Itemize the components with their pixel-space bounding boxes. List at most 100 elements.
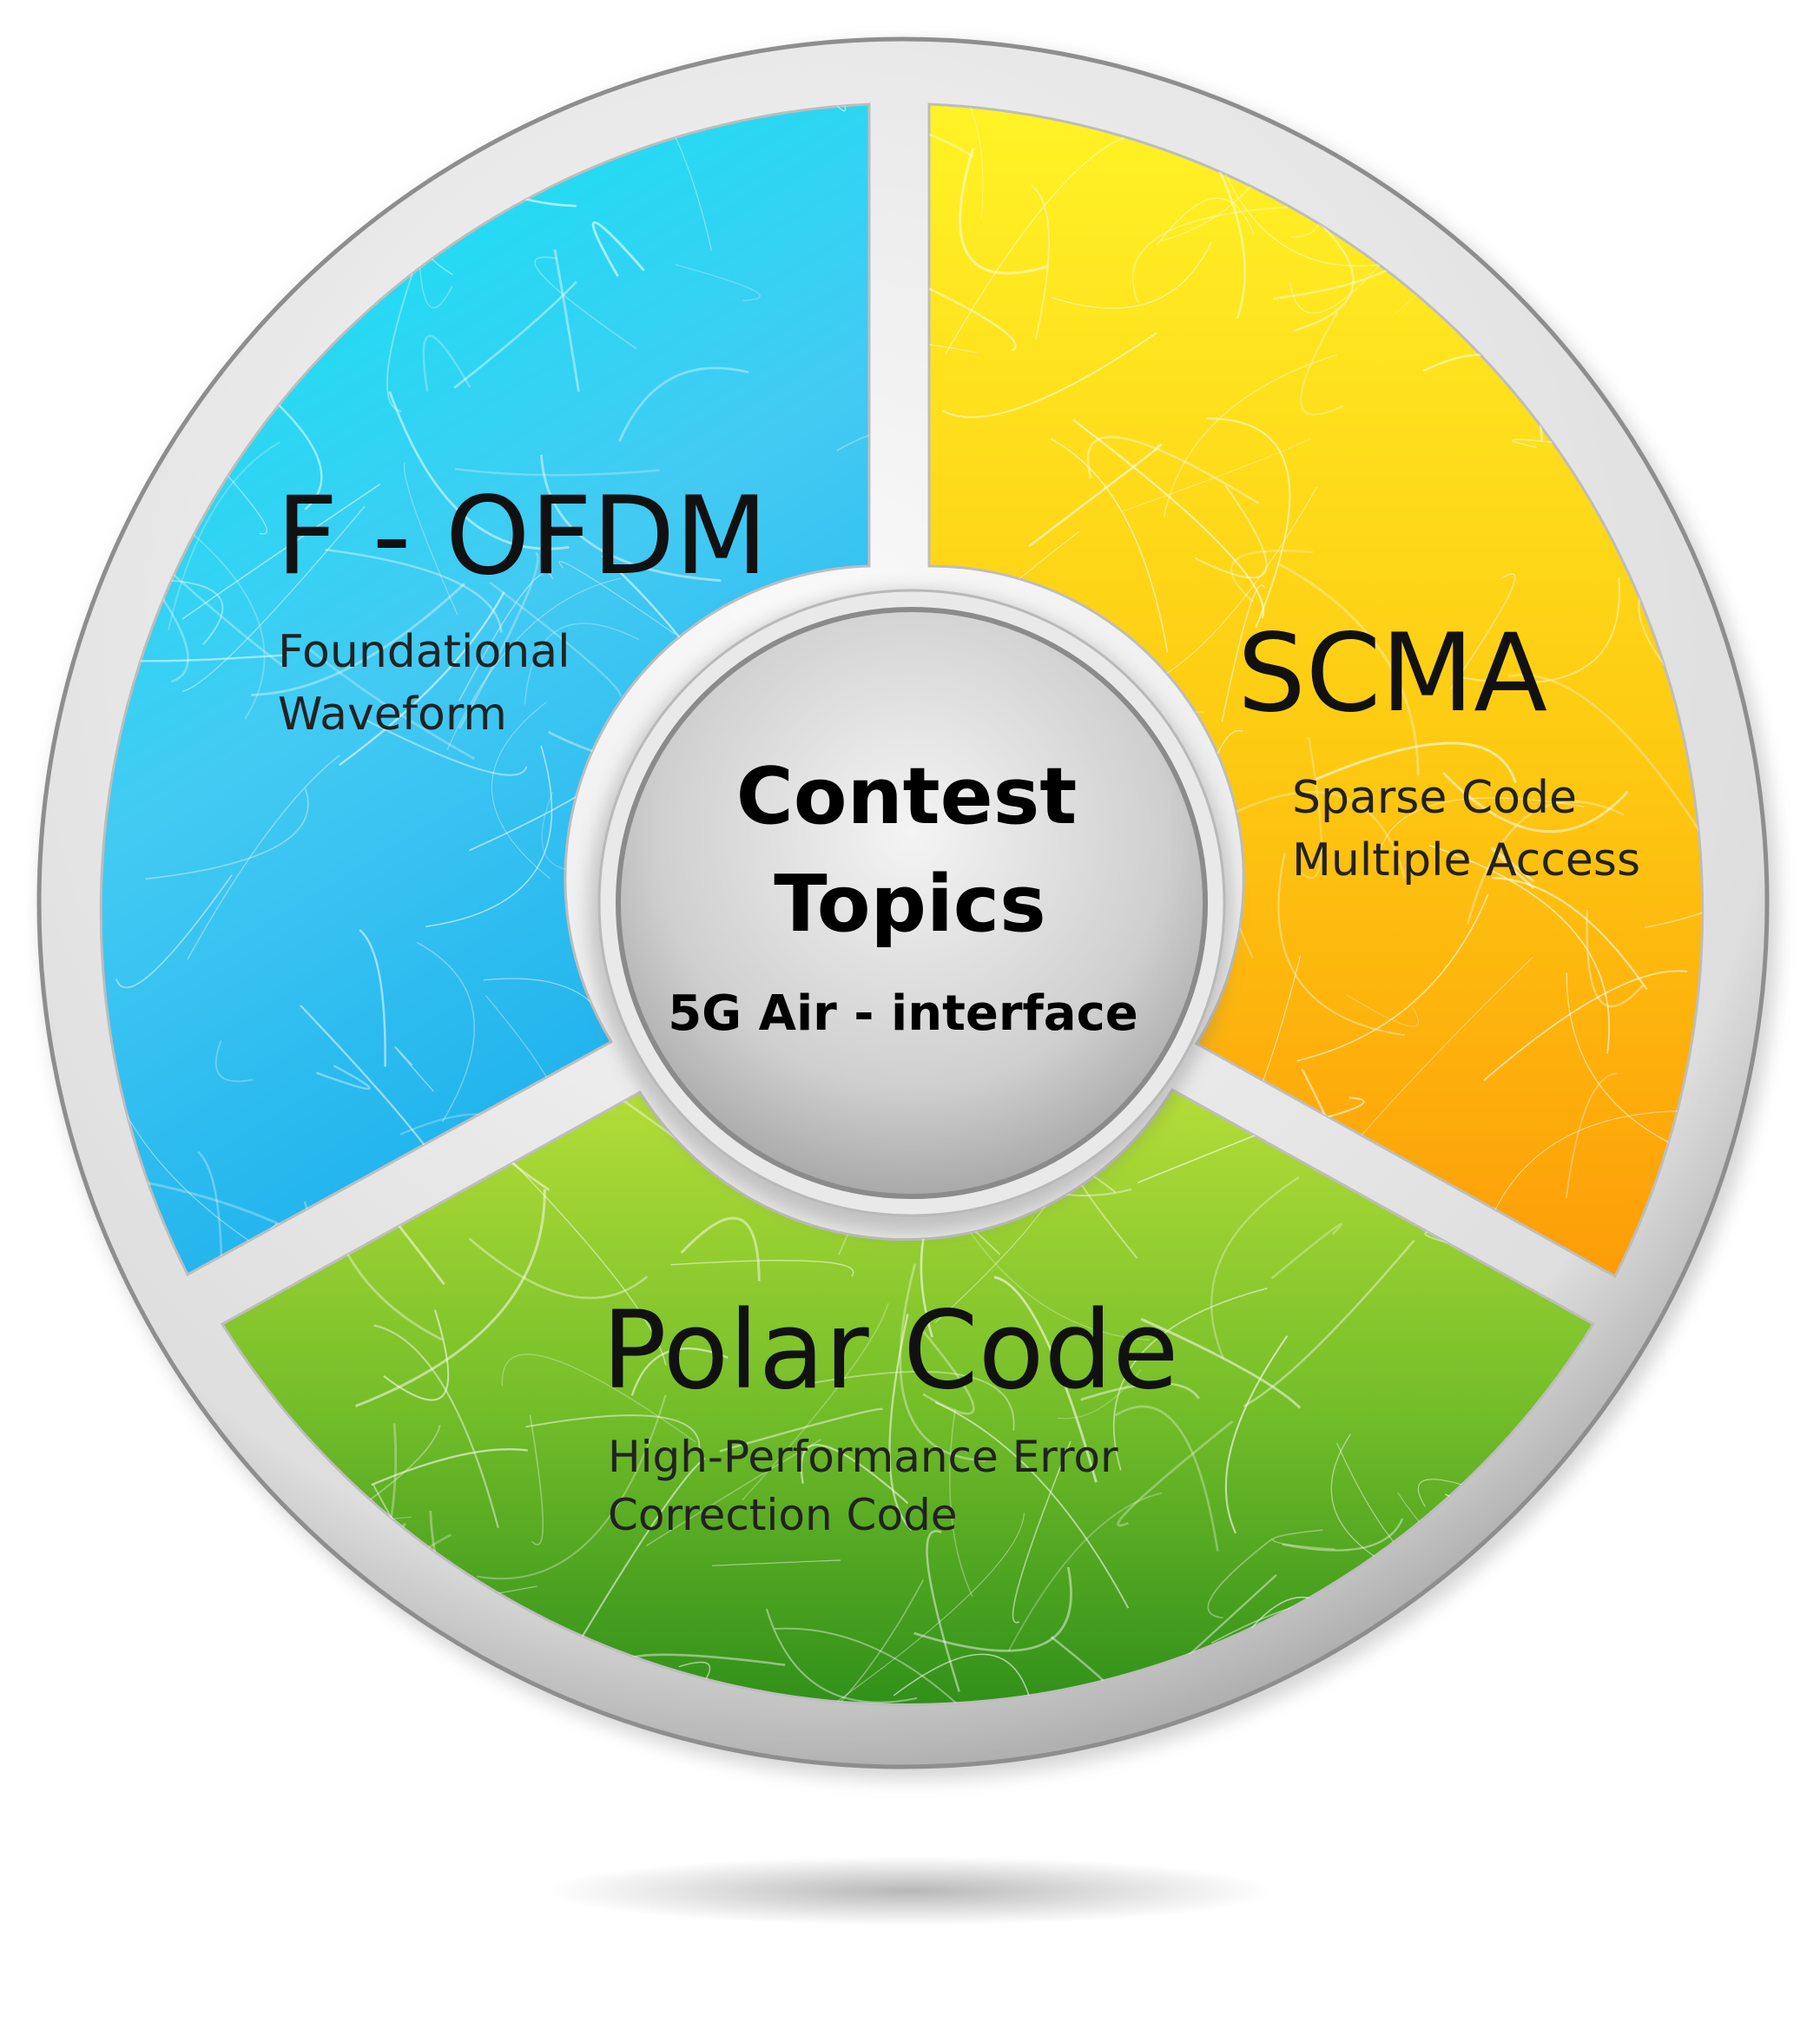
segment-fofdm — [99, 102, 871, 1277]
mesh-line — [416, 941, 475, 1123]
mesh-line — [1300, 736, 1322, 880]
mesh-line — [1072, 418, 1265, 619]
mesh-line — [477, 1394, 667, 1580]
mesh-line — [320, 1635, 387, 1683]
fofdm-title: F - OFDM — [276, 474, 768, 599]
mesh-line — [941, 332, 1157, 418]
mesh-line — [765, 1608, 918, 1703]
mesh-line — [1514, 104, 1612, 295]
scma-subtitle-line-2: Multiple Access — [1292, 834, 1640, 886]
mesh-line — [805, 1370, 1015, 1431]
mesh-line — [929, 249, 1017, 353]
mesh-line — [645, 1439, 821, 1547]
mesh-line — [1645, 798, 1703, 929]
mesh-line — [315, 1064, 371, 1090]
mesh-line — [934, 1401, 1130, 1609]
mesh-line — [1050, 241, 1212, 309]
mesh-line — [1454, 577, 1620, 684]
mesh-line — [101, 184, 152, 260]
mesh-line — [1277, 853, 1405, 1037]
mesh-line — [572, 1457, 706, 1651]
mesh-line — [371, 1448, 528, 1486]
mesh-line — [489, 581, 623, 697]
mesh-line — [1112, 1287, 1268, 1471]
mesh-line — [501, 1354, 696, 1443]
mesh-line — [1483, 970, 1688, 1082]
floor-shadow — [545, 1856, 1275, 1926]
mesh-line — [129, 394, 135, 453]
mesh-line — [503, 1152, 667, 1366]
mesh-line — [680, 1216, 761, 1282]
mesh-line — [553, 249, 580, 392]
mesh-line — [1207, 1538, 1274, 1619]
center-subtitle: 5G Air - interface — [668, 985, 1138, 1042]
mesh-line — [1114, 1405, 1219, 1552]
mesh-line — [1278, 563, 1420, 776]
mesh-line — [458, 572, 554, 702]
mesh-line — [187, 754, 340, 960]
mesh-line — [342, 1693, 504, 1705]
mesh-line — [115, 873, 234, 989]
mesh-line — [458, 551, 539, 729]
mesh-line — [535, 1090, 681, 1142]
mesh-line — [307, 646, 475, 761]
mesh-line — [454, 467, 660, 477]
mesh-line — [1224, 1335, 1289, 1534]
mesh-line — [325, 548, 503, 633]
mesh-line — [1492, 876, 1648, 991]
mesh-line — [1265, 1708, 1420, 1825]
mesh-line — [1282, 1518, 1404, 1552]
mesh-line — [1086, 435, 1260, 504]
mesh-line — [775, 1627, 964, 1705]
mesh-line — [145, 787, 309, 880]
mesh-line — [1080, 1382, 1200, 1401]
mesh-line — [1206, 418, 1291, 629]
mesh-line — [1466, 800, 1625, 925]
fofdm-subtitle-line-1: Foundational — [278, 626, 570, 678]
mesh-line — [1681, 211, 1703, 385]
segment-polar — [220, 1087, 1596, 1706]
mesh-line — [1449, 573, 1516, 690]
mesh-line — [367, 129, 478, 150]
mesh-line — [403, 462, 458, 616]
mesh-line — [1428, 844, 1611, 1054]
mesh-texture-scma — [929, 104, 1703, 1260]
mesh-line — [394, 1046, 434, 1092]
mesh-line — [1057, 1368, 1142, 1420]
mesh-line — [388, 391, 570, 550]
mesh-line — [181, 483, 381, 620]
mesh-line — [1508, 674, 1703, 842]
mesh-line — [373, 1324, 499, 1528]
mesh-line — [711, 1559, 841, 1566]
mesh-line — [1157, 197, 1255, 246]
mesh-line — [1007, 1492, 1163, 1651]
mesh-line — [1270, 1222, 1342, 1280]
mesh-line — [247, 1668, 434, 1705]
mesh-line — [1230, 550, 1313, 603]
mesh-line — [1565, 1072, 1618, 1198]
mesh-line — [1272, 1529, 1335, 1551]
mesh-line — [316, 1637, 394, 1705]
mesh-line — [888, 1314, 913, 1532]
mesh-line — [719, 1407, 883, 1453]
mesh-line — [1491, 847, 1535, 889]
mesh-line — [1140, 1317, 1302, 1409]
mesh-line — [1677, 480, 1703, 527]
mesh-line — [627, 1653, 786, 1666]
mesh-line — [1429, 1629, 1527, 1690]
mesh-line — [1454, 152, 1661, 263]
mesh-line — [822, 1512, 1025, 1705]
mesh-line — [929, 104, 984, 219]
mesh-line — [1131, 206, 1288, 304]
mesh-line — [181, 505, 366, 692]
mesh-line — [1553, 104, 1674, 107]
mesh-line — [800, 1444, 909, 1505]
mesh-line — [959, 148, 1049, 275]
polar-subtitle-line-1: High-Performance Error — [608, 1432, 1118, 1482]
mesh-line — [167, 441, 280, 631]
mesh-line — [926, 1530, 960, 1692]
mesh-line — [534, 256, 637, 350]
mesh-line — [383, 1309, 450, 1401]
center-title-line-1: Contest — [736, 751, 1078, 842]
